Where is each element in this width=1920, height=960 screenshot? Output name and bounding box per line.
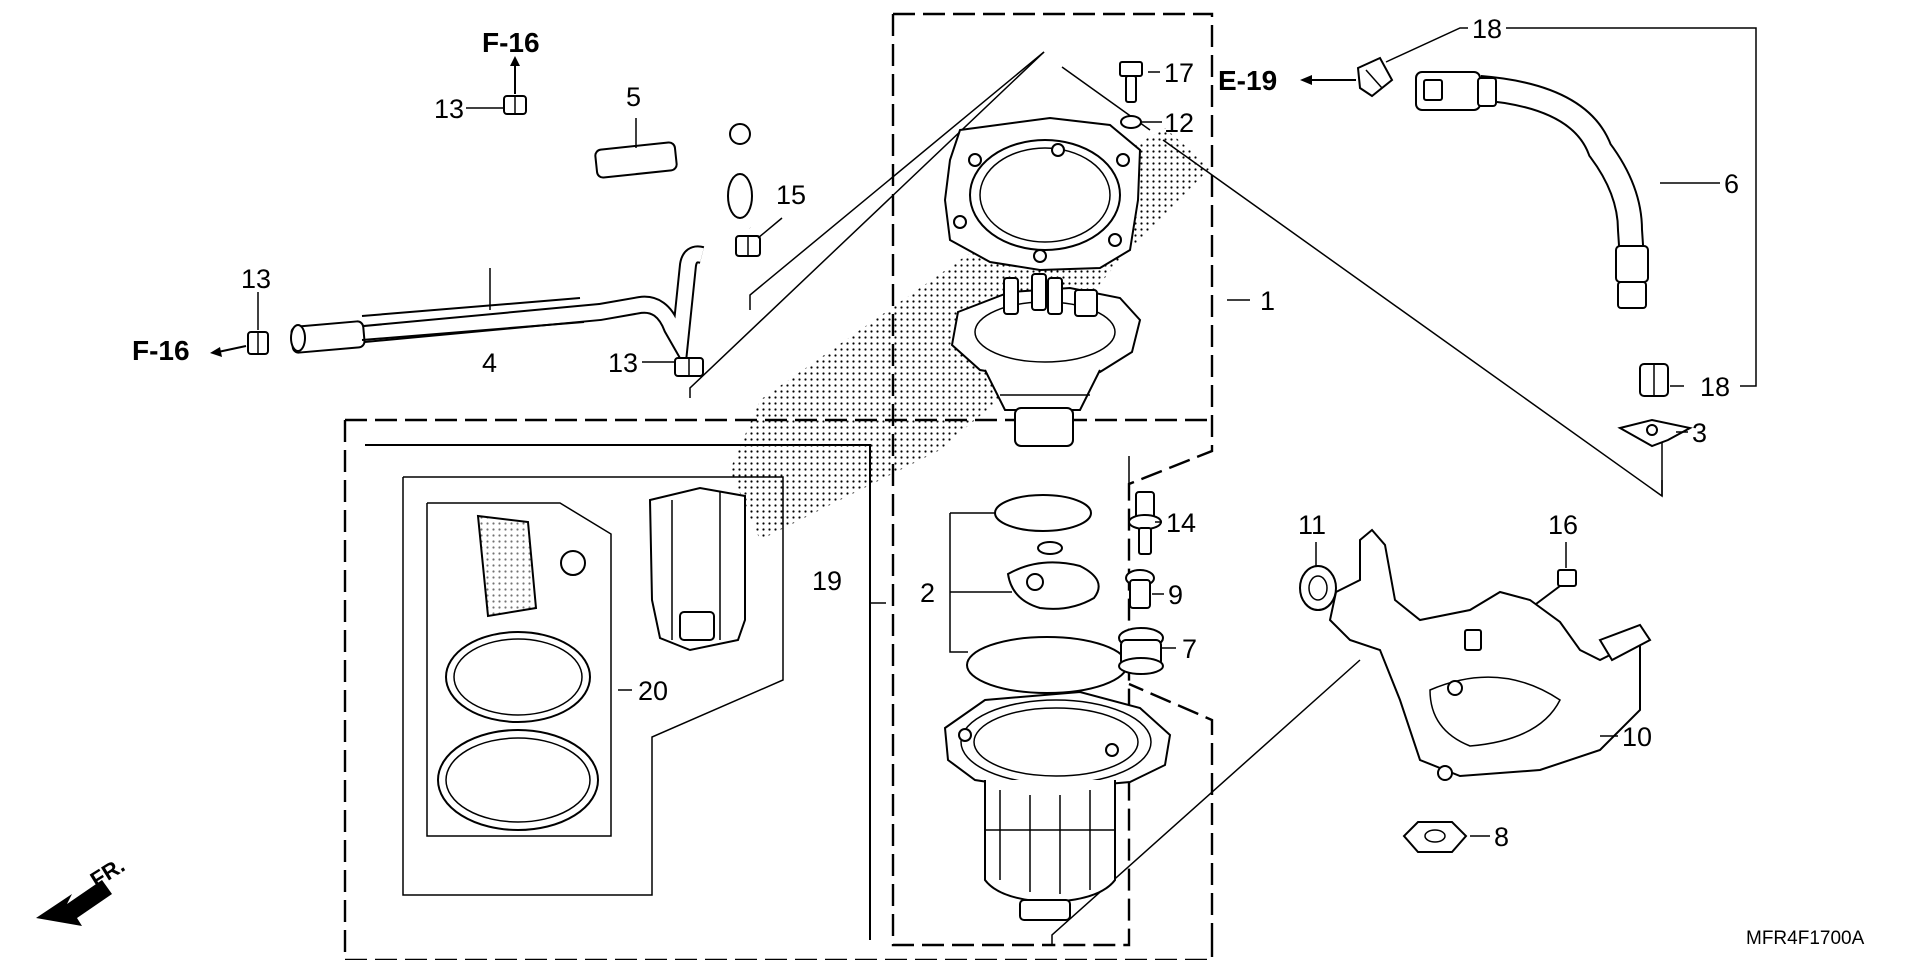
callout-14: 14: [1166, 508, 1196, 538]
callout-19: 19: [812, 566, 842, 596]
callout-6: 6: [1724, 169, 1739, 199]
diagram-code: MFR4F1700A: [1746, 928, 1865, 949]
callout-18-top: 18: [1472, 14, 1502, 44]
callout-2: 2: [920, 578, 935, 608]
part-11-grommet: [1299, 565, 1337, 611]
callout-7: 7: [1182, 634, 1197, 664]
part-19-strainer: [648, 486, 746, 652]
arrow-to-f16-top: [510, 56, 520, 94]
callout-8: 8: [1494, 822, 1509, 852]
small-seal: [1037, 541, 1063, 555]
callout-13-left: 13: [241, 264, 271, 294]
part-7-grommet: [1118, 627, 1164, 675]
guide-lines: [689, 51, 1663, 945]
part-4-hose: [290, 245, 705, 371]
callout-4: 4: [482, 348, 497, 378]
o-ring: [994, 494, 1092, 532]
clip-15: [735, 235, 761, 257]
part-18-clip-top: [1356, 56, 1394, 98]
arrow-to-e19: [1300, 75, 1356, 85]
part-14-bolt: [1128, 491, 1162, 555]
callout-11: 11: [1298, 510, 1326, 540]
callout-20: 20: [638, 676, 668, 706]
clip-13-top: [503, 95, 527, 115]
arrow-to-f16-left: [210, 345, 247, 357]
callout-10: 10: [1622, 722, 1652, 752]
part-9-collar: [1125, 569, 1155, 609]
part-6-feed-hose: [1415, 71, 1649, 309]
part-10-bracket: [1328, 528, 1652, 781]
part-12-washer: [1120, 115, 1142, 129]
part-setting-plate: [943, 116, 1142, 272]
clip-13-left: [247, 331, 269, 355]
callout-13-top: 13: [434, 94, 464, 124]
callout-12: 12: [1164, 108, 1194, 138]
part-18-clip-lower: [1639, 363, 1669, 397]
callout-1: 1: [1260, 286, 1275, 316]
part-5-hose: [505, 123, 753, 233]
clip-13-lower: [674, 357, 704, 377]
callout-16: 16: [1548, 510, 1578, 540]
ref-f16-left: F-16: [132, 335, 190, 366]
pump-body: [943, 636, 1172, 921]
leader-lines: [257, 27, 1757, 837]
callout-3: 3: [1692, 418, 1707, 448]
part-8-nut: [1402, 821, 1468, 853]
ref-e19: E-19: [1218, 65, 1277, 96]
ref-f16-top: F-16: [482, 27, 540, 58]
callout-17: 17: [1164, 58, 1194, 88]
callout-9: 9: [1168, 580, 1183, 610]
front-direction-label: FR.: [86, 852, 129, 892]
callout-13-lower: 13: [608, 348, 638, 378]
part-2-plate: [1006, 561, 1100, 610]
callout-5: 5: [626, 82, 641, 112]
part-16-bolt: [1535, 569, 1577, 605]
part-1-pump-head: [950, 273, 1142, 447]
callout-18-lower: 18: [1700, 372, 1730, 402]
part-20-filter-kit: [437, 514, 599, 831]
front-direction-arrow: [36, 880, 112, 926]
callout-15: 15: [776, 180, 806, 210]
part-17-bolt: [1119, 61, 1143, 103]
part-3-plate: [1617, 418, 1693, 448]
